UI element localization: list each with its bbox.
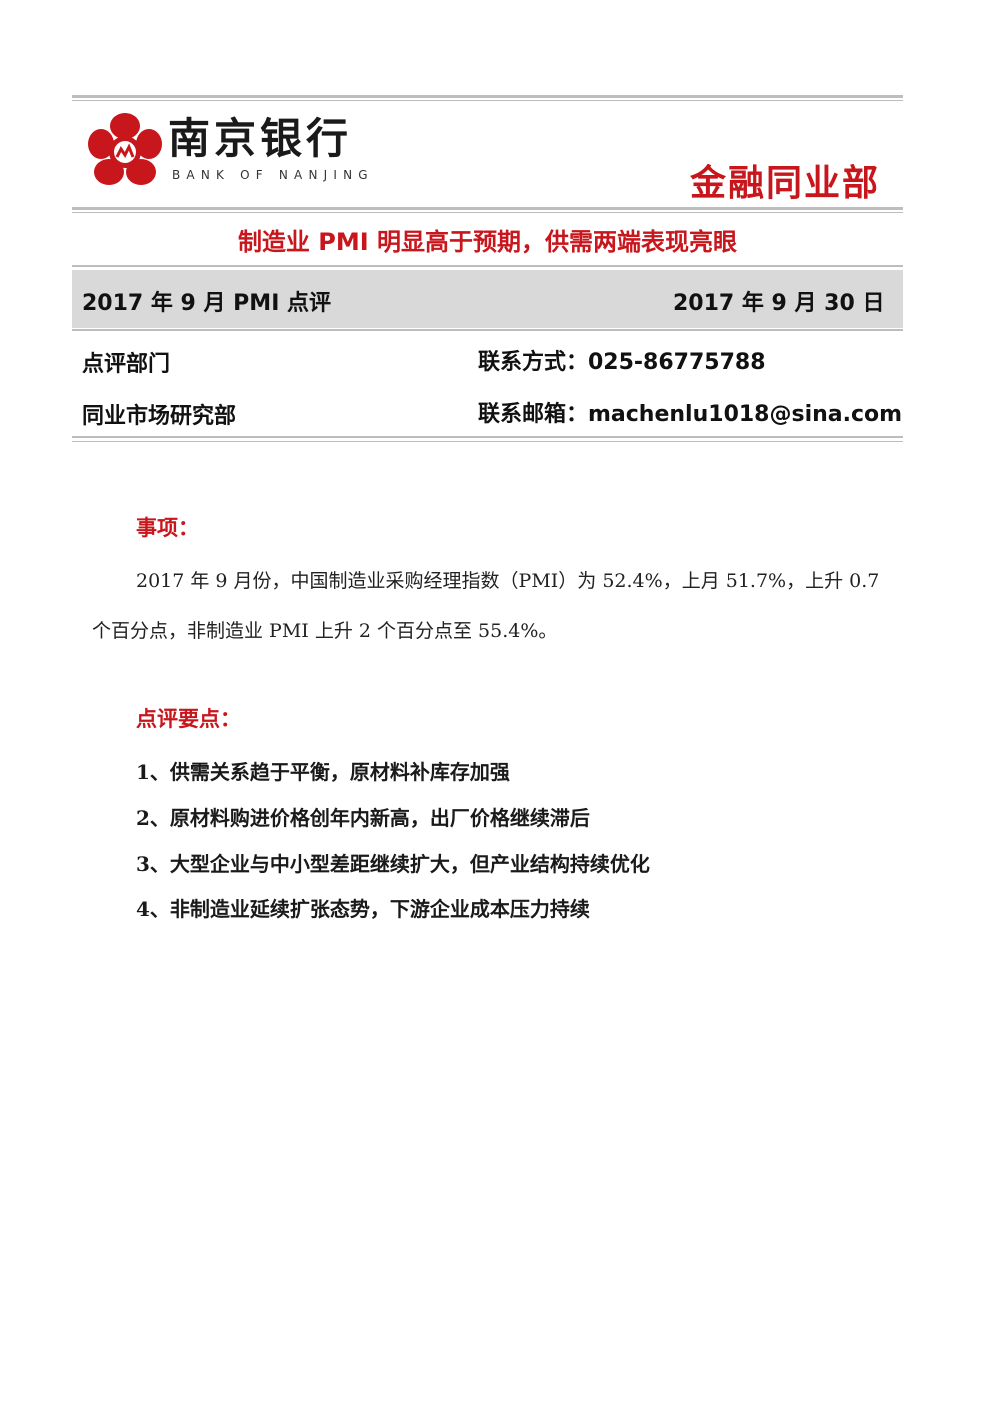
dept-label: 点评部门 [82,352,171,377]
department-name: 金融同业部 [689,162,880,204]
points-heading: 点评要点： [136,707,241,731]
info-bottom-rule-thin [72,441,903,442]
header-top-rule-thin [72,100,903,101]
matter-heading: 事项： [136,516,199,540]
bank-name-cn: 南京银行 [168,114,353,163]
header-bottom-rule-thin [72,212,903,213]
contact-phone: 联系方式：025-86775788 [478,350,766,375]
report-name: 2017 年 9 月 PMI 点评 [82,291,332,316]
header-top-rule [72,95,903,98]
bank-name-en: BANK OF NANJING [172,168,374,182]
point-item-2: 2、原材料购进价格创年内新高，出厂价格继续滞后 [136,806,590,830]
dept-value: 同业市场研究部 [82,404,237,429]
band-top-rule [72,265,903,267]
contact-email: 联系邮箱：machenlu1018@sina.com [478,402,903,427]
header-bottom-rule [72,207,903,210]
report-date: 2017 年 9 月 30 日 [673,291,885,316]
point-item-3: 3、大型企业与中小型差距继续扩大，但产业结构持续优化 [136,852,650,876]
report-title: 制造业 PMI 明显高于预期，供需两端表现亮眼 [237,228,738,256]
point-item-1: 1、供需关系趋于平衡，原材料补库存加强 [136,760,510,784]
report-info-band [72,270,903,328]
band-bottom-rule [72,329,903,331]
matter-paragraph: 2017 年 9 月份，中国制造业采购经理指数（PMI）为 52.4%，上月 5… [92,570,880,642]
bank-logo-icon [88,113,162,185]
point-item-4: 4、非制造业延续扩张态势，下游企业成本压力持续 [136,897,590,921]
info-bottom-rule [72,436,903,438]
